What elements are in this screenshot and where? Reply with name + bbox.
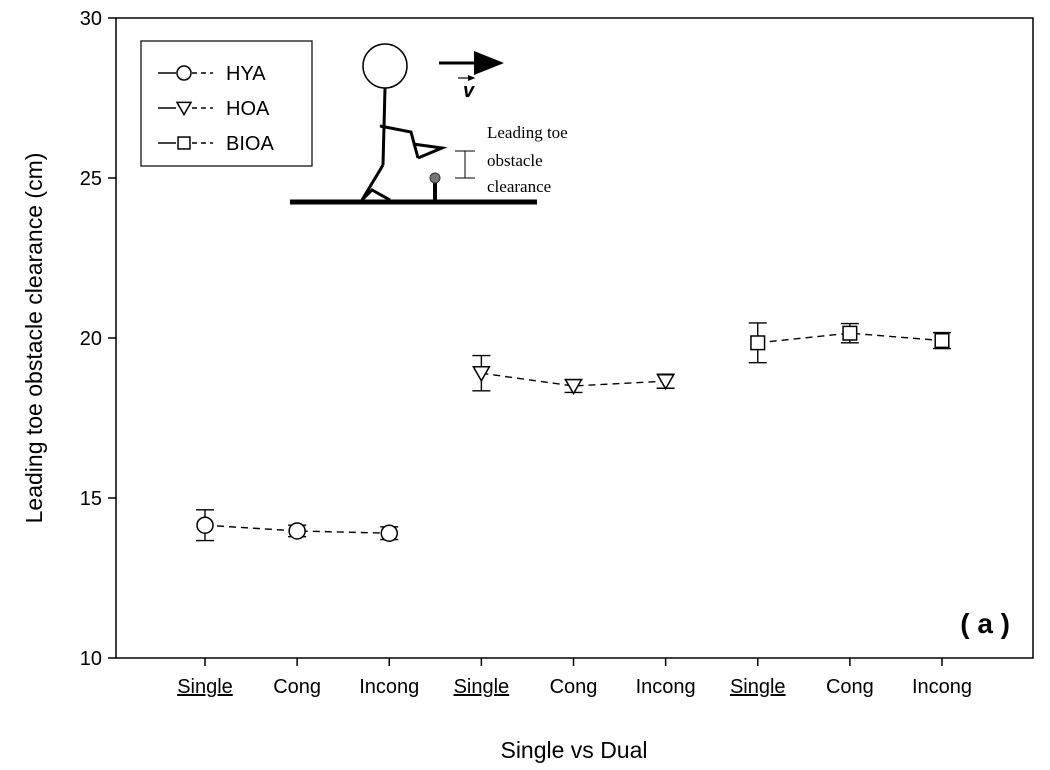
legend-items: HYA HOA BIOA xyxy=(158,63,274,155)
legend-label: HYA xyxy=(226,63,266,85)
data-point xyxy=(564,378,583,396)
series-line xyxy=(757,332,943,344)
x-tick-label: Incong xyxy=(359,676,419,698)
data-point xyxy=(380,524,398,542)
data-point xyxy=(176,65,192,81)
obstacle-top xyxy=(429,172,441,184)
data-point xyxy=(177,136,191,150)
data-point xyxy=(175,101,193,117)
legend-label: BIOA xyxy=(226,133,274,155)
series-hya xyxy=(196,509,399,542)
series-hoa xyxy=(472,354,675,396)
panel-label: ( a ) xyxy=(960,608,1010,639)
series-bioa xyxy=(748,322,951,364)
inset-annotation-line-2: obstacle xyxy=(487,151,543,170)
data-point xyxy=(750,335,766,351)
figure-head xyxy=(362,43,408,89)
data-point xyxy=(656,374,675,391)
data-point xyxy=(472,366,491,383)
y-tick-label: 10 xyxy=(80,648,102,670)
y-axis-ticks: 10 15 20 25 30 xyxy=(80,8,116,670)
inset-annotation-line-1: Leading toe xyxy=(487,123,568,142)
data-point xyxy=(196,516,214,534)
data-point xyxy=(934,333,950,349)
velocity-label: v xyxy=(463,80,476,102)
y-tick-label: 25 xyxy=(80,168,102,190)
data-point xyxy=(842,325,858,341)
y-tick-label: 20 xyxy=(80,328,102,350)
x-tick-label: Cong xyxy=(826,676,874,698)
x-tick-label: Incong xyxy=(912,676,972,698)
legend-box xyxy=(140,40,313,167)
inset-annotation-line-3: clearance xyxy=(487,177,551,196)
x-tick-label: Single xyxy=(730,676,786,698)
x-tick-label: Cong xyxy=(550,676,598,698)
x-tick-label: Cong xyxy=(273,676,321,698)
x-tick-label: Single xyxy=(177,676,233,698)
legend-label: HOA xyxy=(226,98,270,120)
series-line xyxy=(204,524,390,534)
series-layer xyxy=(196,322,951,542)
stick-figure-inset: Leading toe obstacle clearance v xyxy=(290,43,568,205)
y-axis-label: Leading toe obstacle clearance (cm) xyxy=(21,153,47,524)
y-tick-label: 15 xyxy=(80,488,102,510)
y-tick-label: 30 xyxy=(80,8,102,30)
legend: HYA HOA BIOA xyxy=(140,40,313,167)
data-point xyxy=(288,522,306,540)
figure-swing-foot xyxy=(412,142,448,160)
x-tick-label: Incong xyxy=(636,676,696,698)
figure-stance-foot xyxy=(360,188,391,202)
figure-swing-leg xyxy=(379,124,420,159)
x-axis-label: Single vs Dual xyxy=(500,737,647,763)
x-tick-label: Single xyxy=(454,676,510,698)
x-axis-ticks: Single Cong Incong Single Cong Incong Single Co… xyxy=(177,658,972,698)
